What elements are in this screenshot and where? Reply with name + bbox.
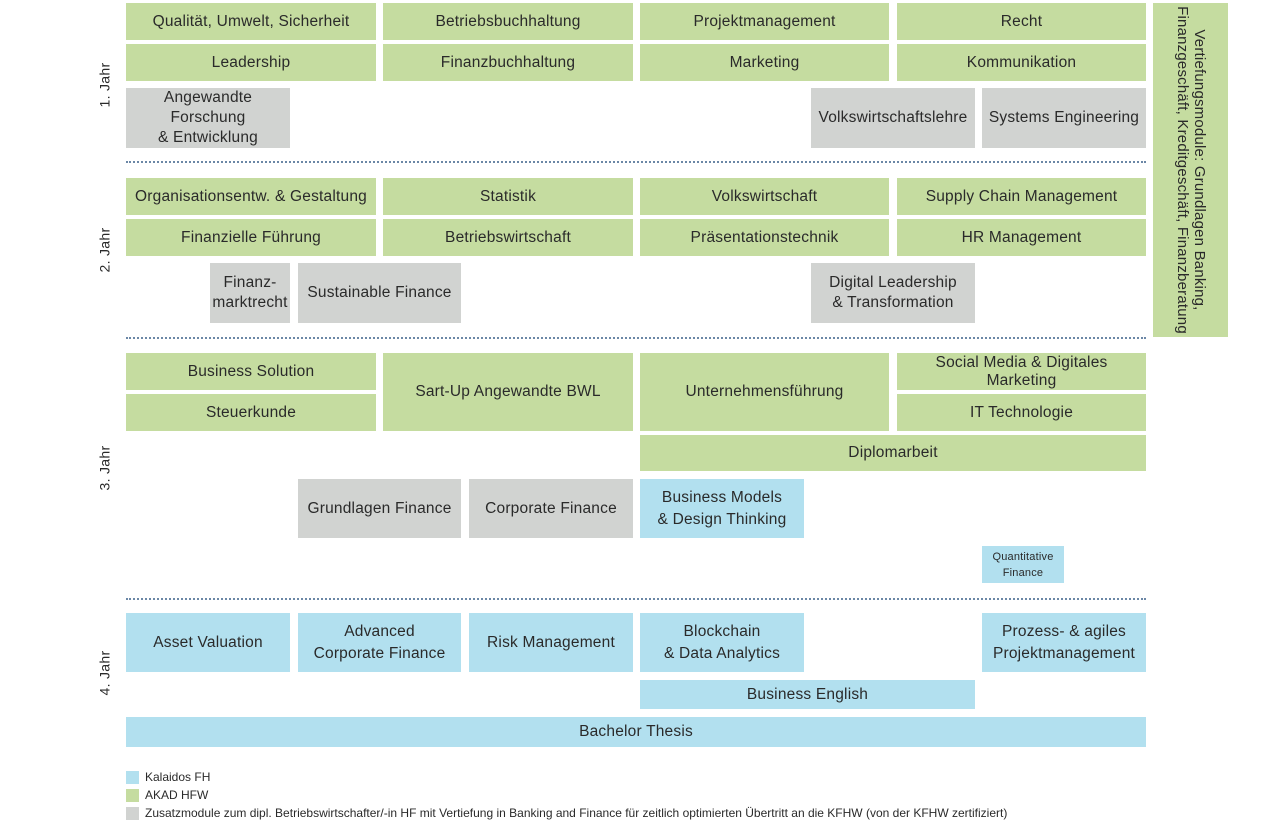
legend-kalaidos: Kalaidos FH [126,770,210,784]
legend-swatch-zusatzmodule [126,806,139,820]
module-finanzbuchhaltung: Finanzbuchhaltung [383,44,633,81]
module-kommunikation: Kommunikation [897,44,1146,81]
legend-akad: AKAD HFW [126,788,208,802]
module-asset-valuation: Asset Valuation [126,613,290,672]
module-hr-management: HR Management [897,219,1146,256]
module-angewandte-forschung: Angewandte Forschung & Entwicklung [126,88,290,148]
vertiefungsmodule-line-2: Finanzgeschäft, Kreditgeschäft, Finanzbe… [1173,6,1191,334]
module-sustainable-finance: Sustainable Finance [298,263,461,323]
legend-swatch-kalaidos [126,770,139,784]
module-business-english: Business English [640,680,975,709]
year-label-1: 1. Jahr [96,62,112,108]
separator-year-1-2 [126,161,1146,163]
module-prozess-agiles: Prozess- & agiles Projektmanagement [982,613,1146,672]
module-finanzielle-fuehrung: Finanzielle Führung [126,219,376,256]
year-label-3: 3. Jahr [96,445,112,491]
module-betriebswirtschaft: Betriebswirtschaft [383,219,633,256]
module-diplomarbeit: Diplomarbeit [640,435,1146,471]
legend-zusatzmodule: Zusatzmodule zum dipl. Betriebswirtschaf… [126,806,1007,820]
module-betriebsbuchhaltung: Betriebsbuchhaltung [383,3,633,40]
module-organisationsentwicklung: Organisationsentw. & Gestaltung [126,178,376,215]
module-supply-chain: Supply Chain Management [897,178,1146,215]
separator-year-2-3 [126,337,1146,339]
module-digital-leadership: Digital Leadership & Transformation [811,263,975,323]
module-startup: Sart-Up Angewandte BWL [383,353,633,431]
vertiefungsmodule-line-1: Vertiefungsmodule: Grundlagen Banking, [1190,29,1208,311]
module-risk-management: Risk Management [469,613,633,672]
module-finanzmarktrecht: Finanz- marktrecht [210,263,290,323]
module-leadership: Leadership [126,44,376,81]
legend-swatch-akad [126,788,139,802]
module-statistik: Statistik [383,178,633,215]
year-label-4: 4. Jahr [96,650,112,696]
module-recht: Recht [897,3,1146,40]
module-volkswirtschaft: Volkswirtschaft [640,178,889,215]
module-bachelor-thesis: Bachelor Thesis [126,717,1146,747]
legend-label-zusatzmodule: Zusatzmodule zum dipl. Betriebswirtschaf… [145,806,1008,820]
module-qualitaet: Qualität, Umwelt, Sicherheit [126,3,376,40]
module-business-models: Business Models & Design Thinking [640,479,804,538]
module-social-media: Social Media & Digitales Marketing [897,353,1146,390]
vertiefungsmodule-box: Vertiefungsmodule: Grundlagen Banking, F… [1153,3,1228,337]
module-projektmanagement: Projektmanagement [640,3,889,40]
legend-label-akad: AKAD HFW [145,788,209,802]
module-unternehmensfuehrung: Unternehmensführung [640,353,889,431]
module-business-solution: Business Solution [126,353,376,390]
legend-label-kalaidos: Kalaidos FH [145,770,211,784]
separator-year-3-4 [126,598,1146,600]
module-praesentationstechnik: Präsentationstechnik [640,219,889,256]
module-advanced-corporate-finance: Advanced Corporate Finance [298,613,461,672]
module-quantitative-finance: Quantitative Finance [982,546,1064,583]
module-systems-engineering: Systems Engineering [982,88,1146,148]
module-volkswirtschaftslehre: Volkswirtschaftslehre [811,88,975,148]
module-marketing: Marketing [640,44,889,81]
module-corporate-finance: Corporate Finance [469,479,633,538]
module-steuerkunde: Steuerkunde [126,394,376,431]
module-grundlagen-finance: Grundlagen Finance [298,479,461,538]
module-blockchain: Blockchain & Data Analytics [640,613,804,672]
module-it-technologie: IT Technologie [897,394,1146,431]
year-label-2: 2. Jahr [96,227,112,273]
